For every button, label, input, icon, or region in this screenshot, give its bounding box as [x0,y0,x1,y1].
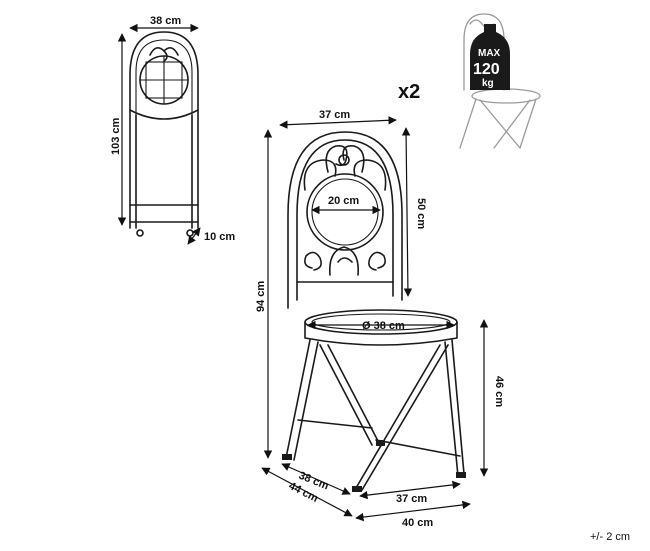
total-height-dimension: 94 cm [255,129,273,459]
front-width-dimension: 37 cm [359,480,461,505]
max-load-label: MAX [478,48,501,59]
tolerance-note: +/- 2 cm [590,531,630,543]
front-width-label: 37 cm [396,493,427,505]
folded-height-label: 103 cm [110,117,122,155]
folded-depth-dimension: 10 cm [187,227,235,245]
folded-chair-illustration [129,31,199,237]
backrest-width-label: 37 cm [319,109,350,121]
seat-diameter-dimension: Ø 38 cm [307,320,455,332]
medallion-width-dimension: 20 cm [311,195,381,215]
quantity-label: x2 [398,81,420,103]
backrest-height-label: 50 cm [415,198,427,229]
max-load-badge: MAX 120 kg [470,24,510,90]
overall-width-label: 40 cm [402,517,433,529]
folded-width-dimension: 38 cm [129,15,199,33]
seat-height-dimension: 46 cm [479,319,505,477]
folded-width-label: 38 cm [150,15,181,27]
backrest-width-dimension: 37 cm [279,109,397,129]
seat-diameter-label: Ø 38 cm [362,320,405,332]
medallion-width-label: 20 cm [328,195,359,207]
backrest-height-dimension: 50 cm [401,127,427,297]
folded-depth-label: 10 cm [204,231,235,243]
folded-height-dimension: 103 cm [110,33,127,226]
max-load-value: 120 [473,61,500,78]
overall-width-dimension: 40 cm [355,500,471,529]
seat-height-label: 46 cm [493,376,505,407]
main-chair-illustration [282,131,466,492]
total-height-label: 94 cm [255,281,267,312]
max-load-unit: kg [482,78,494,89]
